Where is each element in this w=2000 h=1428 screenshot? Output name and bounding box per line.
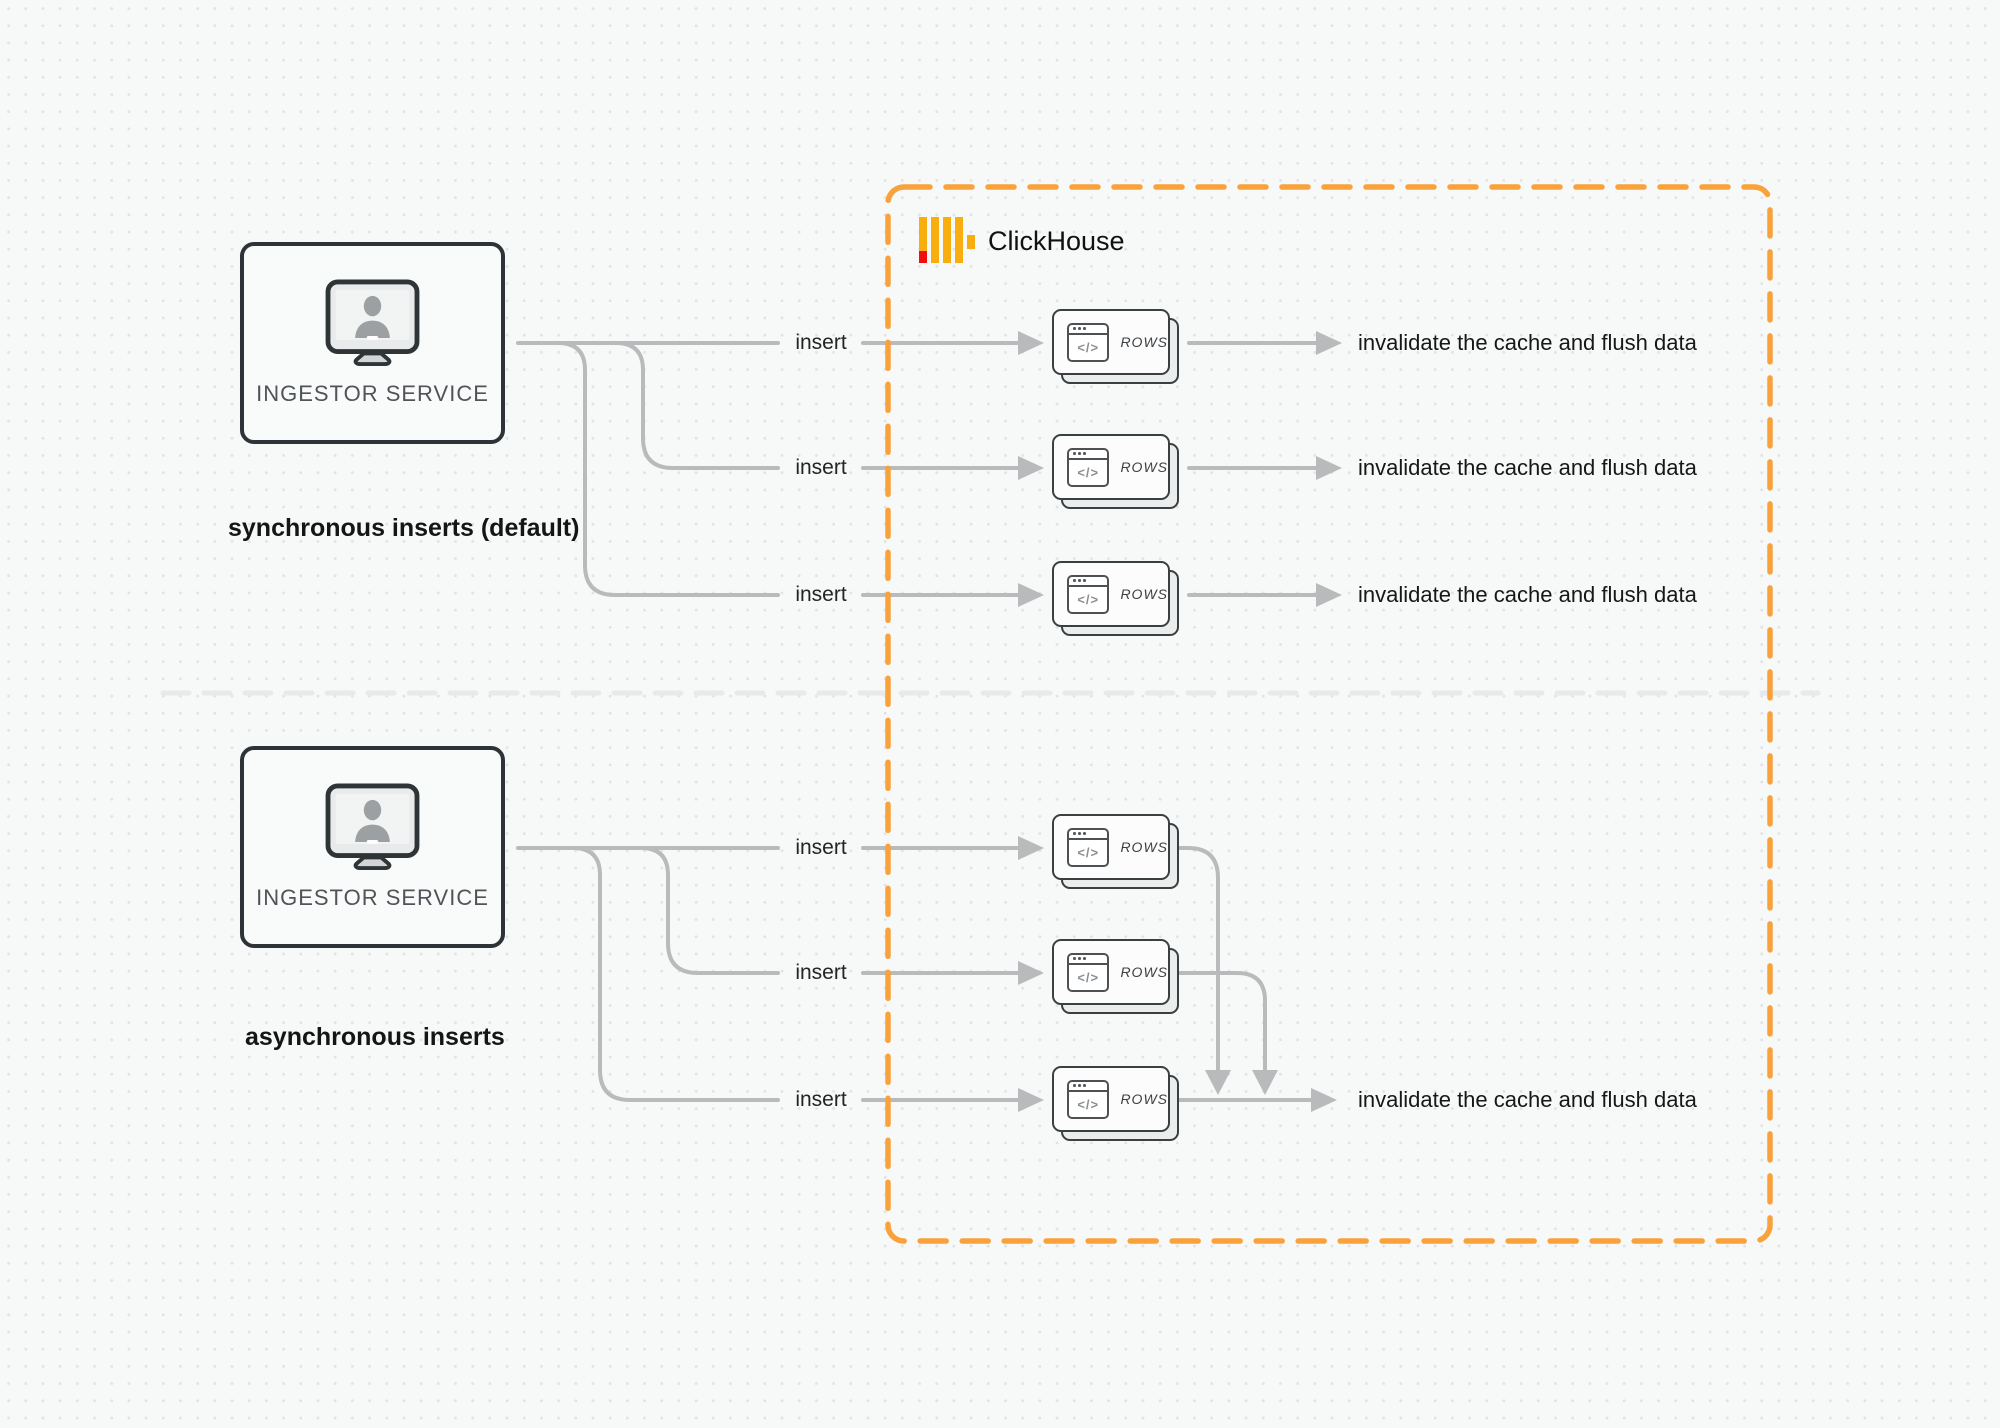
clickhouse-boundary xyxy=(885,184,1773,1244)
rows-card: </> ROWS xyxy=(1052,1066,1180,1142)
monitor-user-icon xyxy=(325,783,420,871)
rows-card: </> ROWS xyxy=(1052,939,1180,1015)
rows-label: ROWS xyxy=(1120,459,1168,475)
insert-label: insert xyxy=(795,961,847,984)
insert-label: insert xyxy=(795,583,847,606)
rows-card: </> ROWS xyxy=(1052,814,1180,890)
ingestor-service-box-async: INGESTOR SERVICE xyxy=(240,746,505,948)
async-caption: asynchronous inserts xyxy=(245,1023,505,1051)
rows-label: ROWS xyxy=(1120,334,1168,350)
insert-label: insert xyxy=(795,456,847,479)
insert-label: insert xyxy=(795,1088,847,1111)
rows-label: ROWS xyxy=(1120,1091,1168,1107)
sync-caption: synchronous inserts (default) xyxy=(228,514,580,542)
ingestor-service-label: INGESTOR SERVICE xyxy=(256,381,489,406)
arrowheads xyxy=(1018,331,1342,1112)
monitor-user-icon xyxy=(325,279,420,367)
outcome-label: invalidate the cache and flush data xyxy=(1358,1087,1697,1112)
insert-label: insert xyxy=(795,836,847,859)
code-window-icon: </> xyxy=(1067,952,1110,992)
ingestor-service-box-sync: INGESTOR SERVICE xyxy=(240,242,505,444)
clickhouse-logo-icon xyxy=(919,217,975,263)
code-window-icon: </> xyxy=(1067,322,1110,362)
rows-label: ROWS xyxy=(1120,964,1168,980)
outcome-label: invalidate the cache and flush data xyxy=(1358,330,1697,355)
rows-card: </> ROWS xyxy=(1052,434,1180,510)
rows-card: </> ROWS xyxy=(1052,561,1180,637)
rows-label: ROWS xyxy=(1120,839,1168,855)
ingestor-service-label: INGESTOR SERVICE xyxy=(256,885,489,910)
rows-label: ROWS xyxy=(1120,586,1168,602)
code-window-icon: </> xyxy=(1067,827,1110,867)
insert-label: insert xyxy=(795,331,847,354)
outcome-label: invalidate the cache and flush data xyxy=(1358,455,1697,480)
clickhouse-title: ClickHouse xyxy=(988,226,1125,256)
code-window-icon: </> xyxy=(1067,574,1110,614)
code-window-icon: </> xyxy=(1067,447,1110,487)
code-window-icon: </> xyxy=(1067,1079,1110,1119)
rows-card: </> ROWS xyxy=(1052,309,1180,385)
outcome-label: invalidate the cache and flush data xyxy=(1358,582,1697,607)
